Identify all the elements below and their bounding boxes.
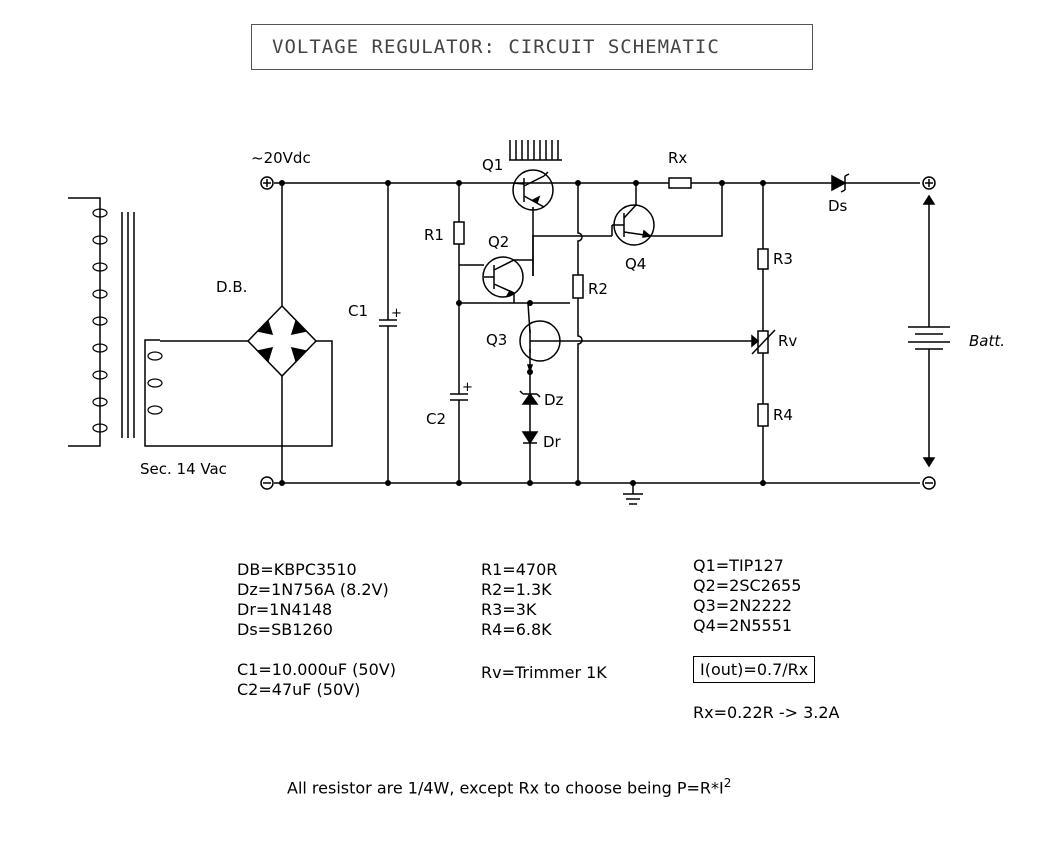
parts-list-diodes-caps: DB=KBPC3510 Dz=1N756A (8.2V) Dr=1N4148 D… xyxy=(237,560,396,700)
rx-label: Rx xyxy=(668,149,687,167)
transformer xyxy=(68,197,163,447)
capacitor-c1 xyxy=(379,183,397,483)
part-line: Ds=SB1260 xyxy=(237,620,333,639)
resistor-r2 xyxy=(572,274,584,299)
part-line: R4=6.8K xyxy=(481,620,552,639)
q3-label: Q3 xyxy=(486,331,507,349)
resistor-r3 xyxy=(757,248,769,270)
junction-dots xyxy=(279,180,766,486)
r1-label: R1 xyxy=(424,226,444,244)
part-line: C1=10.000uF (50V) xyxy=(237,660,396,679)
part-line: R1=470R xyxy=(481,560,558,579)
parts-list-resistors: R1=470R R2=1.3K R3=3K R4=6.8K Rv=Trimmer… xyxy=(481,560,607,683)
rx-note: Rx=0.22R -> 3.2A xyxy=(693,703,840,722)
q4-label: Q4 xyxy=(625,255,646,273)
output-positive-terminal xyxy=(922,176,936,190)
parts-list-transistors: Q1=TIP127 Q2=2SC2655 Q3=2N2222 Q4=2N5551 xyxy=(693,556,801,636)
transistor-q2 xyxy=(482,256,524,298)
schottky-diode-ds xyxy=(831,174,847,192)
resistor-rx xyxy=(668,177,692,189)
zener-diode-dz xyxy=(521,392,539,405)
transistor-q1 xyxy=(509,140,562,211)
page-title: VOLTAGE REGULATOR: CIRCUIT SCHEMATIC xyxy=(251,24,813,70)
footnote-exponent: 2 xyxy=(723,776,732,790)
part-line: R2=1.3K xyxy=(481,580,552,599)
battery-label: Batt. xyxy=(969,332,1005,350)
svg-text:+: + xyxy=(391,306,402,321)
part-line: Dz=1N756A (8.2V) xyxy=(237,580,389,599)
output-negative-terminal xyxy=(922,476,936,490)
q1-label: Q1 xyxy=(482,156,503,174)
svg-text:+: + xyxy=(462,380,473,395)
footnote: All resistor are 1/4W, except Rx to choo… xyxy=(287,776,731,797)
transistor-q4 xyxy=(612,183,655,246)
supply-label: ~20Vdc xyxy=(251,149,311,167)
resistor-r4 xyxy=(757,403,769,427)
part-line: R3=3K xyxy=(481,600,537,619)
part-line: C2=47uF (50V) xyxy=(237,680,361,699)
input-negative-terminal xyxy=(260,476,274,490)
secondary-label: Sec. 14 Vac xyxy=(140,460,227,478)
ground-symbol xyxy=(623,483,643,505)
rv-label: Rv xyxy=(778,332,797,350)
diode-bridge xyxy=(160,183,333,483)
part-line: Rv=Trimmer 1K xyxy=(481,663,607,682)
dr-label: Dr xyxy=(543,433,562,451)
part-line: Q3=2N2222 xyxy=(693,596,793,615)
current-formula: I(out)=0.7/Rx xyxy=(693,656,816,683)
part-line: DB=KBPC3510 xyxy=(237,560,357,579)
r4-label: R4 xyxy=(773,406,793,424)
input-positive-terminal xyxy=(260,176,274,190)
ds-label: Ds xyxy=(828,197,848,215)
part-line: Q2=2SC2655 xyxy=(693,576,802,595)
bridge-label: D.B. xyxy=(216,278,247,296)
dz-label: Dz xyxy=(544,391,564,409)
diode-dr xyxy=(521,431,539,445)
resistor-r1 xyxy=(453,221,465,245)
r2-label: R2 xyxy=(588,280,608,298)
c1-label: C1 xyxy=(348,302,368,320)
q2-label: Q2 xyxy=(488,233,509,251)
footnote-text: All resistor are 1/4W, except Rx to choo… xyxy=(287,778,724,798)
c2-label: C2 xyxy=(426,410,446,428)
battery xyxy=(908,194,950,468)
transistor-q3 xyxy=(519,302,578,374)
r3-label: R3 xyxy=(773,250,793,268)
part-line: Q1=TIP127 xyxy=(693,556,784,575)
part-line: Dr=1N4148 xyxy=(237,600,333,619)
part-line: Q4=2N5551 xyxy=(693,616,793,635)
